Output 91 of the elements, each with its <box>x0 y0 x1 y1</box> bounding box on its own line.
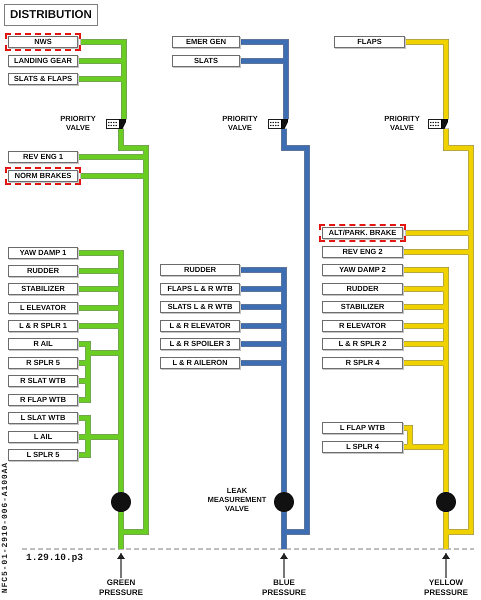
hydraulic-line <box>282 344 286 363</box>
circle-valve-icon <box>274 492 294 512</box>
pressure-label: YELLOW PRESSURE <box>416 578 476 598</box>
hydraulic-line <box>403 324 446 328</box>
hydraulic-line <box>406 230 471 236</box>
hydraulic-line <box>403 304 446 310</box>
hydraulic-line <box>240 324 284 328</box>
hydraulic-line <box>78 381 90 402</box>
hydraulic-line <box>78 306 121 310</box>
highlight-frame <box>5 33 81 51</box>
hydraulic-line <box>81 40 126 61</box>
arrow <box>442 553 450 578</box>
hydraulic-line <box>282 326 286 344</box>
hydraulic-line <box>118 353 124 437</box>
hydraulic-line <box>284 61 288 119</box>
hydraulic-line <box>78 268 121 274</box>
page-reference: 1.29.10.p3 <box>26 552 84 563</box>
hydraulic-line <box>118 271 124 289</box>
hydraulic-line <box>446 252 474 534</box>
arrow <box>117 553 125 578</box>
hydraulic-line <box>444 532 448 549</box>
hydraulic-line <box>240 342 284 346</box>
hydraulic-line <box>118 326 124 353</box>
hydraulic-line <box>81 174 146 178</box>
hydraulic-line <box>444 512 448 532</box>
pressure-label: BLUE PRESSURE <box>254 578 314 598</box>
hydraulic-line <box>282 129 310 534</box>
hydraulic-line <box>444 307 448 326</box>
hydraulic-line <box>144 157 148 176</box>
hydraulic-line <box>78 378 88 384</box>
hydraulic-line <box>403 360 446 366</box>
hydraulic-line <box>282 512 286 532</box>
hydraulic-line <box>403 426 412 447</box>
hydraulic-line <box>410 444 446 450</box>
hydraulic-line <box>78 437 90 458</box>
circle-valve-icon <box>111 492 131 512</box>
hydraulic-line <box>240 304 284 310</box>
arrow <box>280 553 288 578</box>
hydraulic-line <box>88 434 121 440</box>
hydraulic-line <box>403 250 471 254</box>
hydraulic-line <box>78 434 88 440</box>
hydraulic-line <box>444 447 448 492</box>
valve-icon <box>428 119 448 129</box>
hydraulic-line <box>282 307 286 326</box>
hydraulic-line <box>240 58 286 64</box>
hydraulic-line <box>78 250 124 271</box>
hydraulic-line <box>118 437 124 492</box>
hydraulic-line <box>282 363 286 492</box>
hydraulic-line <box>444 326 448 344</box>
hydraulic-line <box>88 350 121 356</box>
hydraulic-line <box>78 342 90 353</box>
hydraulic-line <box>468 233 474 252</box>
hydraulic-line <box>86 363 90 381</box>
hydraulic-line <box>240 286 284 292</box>
hydraulic-line <box>122 61 126 79</box>
hydraulic-line <box>78 286 121 292</box>
diagram-title: DISTRIBUTION <box>4 4 98 26</box>
highlight-frame <box>5 167 81 185</box>
hydraulic-line <box>240 360 284 366</box>
hydraulic-line <box>118 512 124 532</box>
hydraulic-line <box>118 532 124 549</box>
hydraulic-line <box>405 40 448 119</box>
hydraulic-line <box>282 532 286 549</box>
circle-valve-icon <box>436 492 456 512</box>
hydraulic-line <box>282 289 286 307</box>
hydraulic-line <box>444 344 448 363</box>
hydraulic-line <box>240 40 288 61</box>
hydraulic-line <box>403 342 446 346</box>
hydraulic-line <box>118 308 124 326</box>
hydraulic-line <box>78 58 124 64</box>
hydraulic-line <box>240 268 286 289</box>
valve-icon <box>106 119 126 129</box>
hydraulic-line <box>118 129 148 157</box>
hydraulic-line <box>78 154 146 160</box>
hydraulic-line <box>86 353 90 363</box>
hydraulic-line <box>78 76 124 82</box>
hydraulic-line <box>444 363 448 447</box>
hydraulic-line <box>444 289 448 307</box>
hydraulic-line <box>403 268 448 289</box>
document-code: NFC5-01-2910-006-A100AA <box>1 462 10 594</box>
hydraulic-line <box>403 286 446 292</box>
hydraulic-line <box>444 129 474 233</box>
hydraulic-line <box>122 79 126 119</box>
hydraulic-line <box>118 289 124 308</box>
pressure-label: GREEN PRESSURE <box>91 578 151 598</box>
hydraulic-line <box>78 324 121 328</box>
highlight-frame <box>319 224 406 242</box>
hydraulic-line <box>78 360 88 366</box>
valve-icon <box>268 119 288 129</box>
hydraulic-line <box>78 416 90 437</box>
hydraulic-line <box>121 176 148 534</box>
